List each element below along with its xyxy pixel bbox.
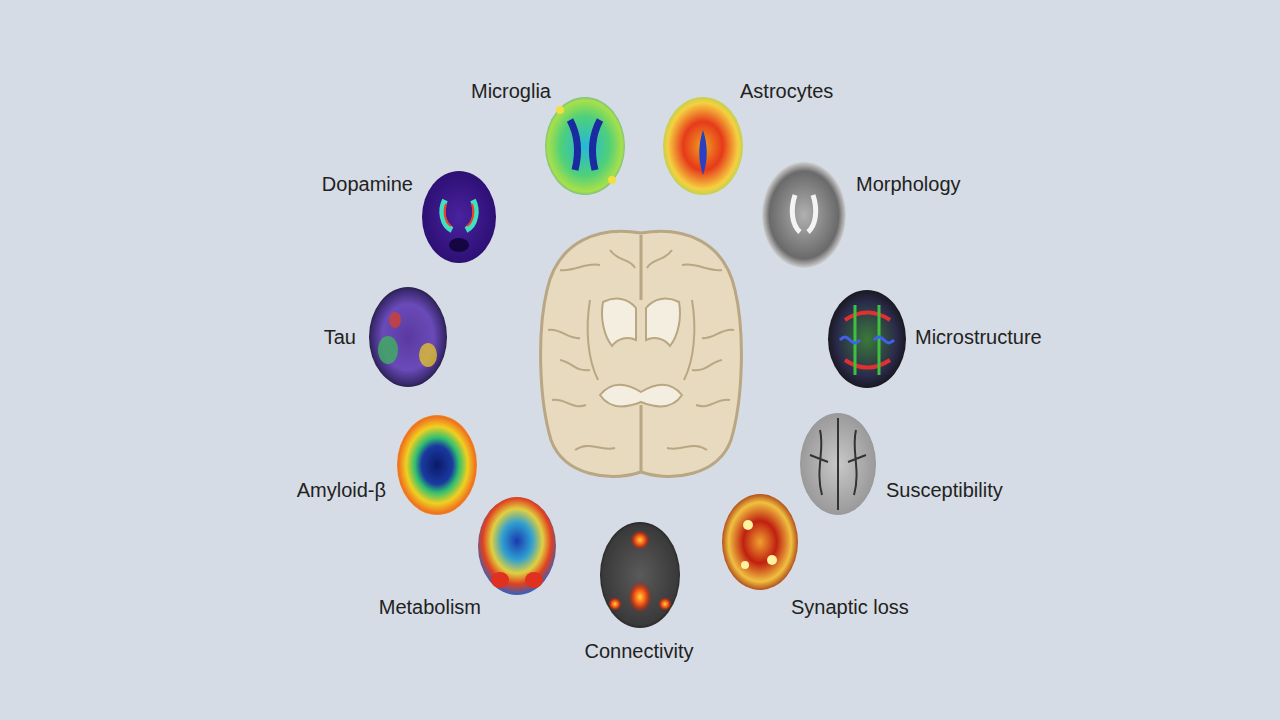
morphology-scan xyxy=(762,162,846,268)
microstructure-scan xyxy=(828,290,906,388)
modality-label: Microglia xyxy=(471,79,551,103)
astrocytes-scan xyxy=(663,97,743,195)
modality-label: Tau xyxy=(324,325,356,349)
amyloid-scan xyxy=(397,415,477,515)
modality-label: Morphology xyxy=(856,172,961,196)
dopamine-scan xyxy=(422,171,496,263)
synaptic-loss-scan xyxy=(722,494,798,590)
modality-label: Synaptic loss xyxy=(791,595,909,619)
susceptibility-scan xyxy=(800,413,876,515)
modality-label: Metabolism xyxy=(379,595,481,619)
modality-label: Susceptibility xyxy=(886,478,1003,502)
metabolism-scan xyxy=(478,497,556,595)
microglia-scan xyxy=(545,97,625,195)
modality-label: Connectivity xyxy=(585,639,694,663)
modality-label: Astrocytes xyxy=(740,79,833,103)
connectivity-scan xyxy=(600,522,680,628)
brain-drawing xyxy=(541,231,742,476)
tau-scan xyxy=(369,287,447,387)
modality-label: Microstructure xyxy=(915,325,1042,349)
modality-label: Dopamine xyxy=(322,172,413,196)
modality-label: Amyloid-β xyxy=(297,478,386,502)
